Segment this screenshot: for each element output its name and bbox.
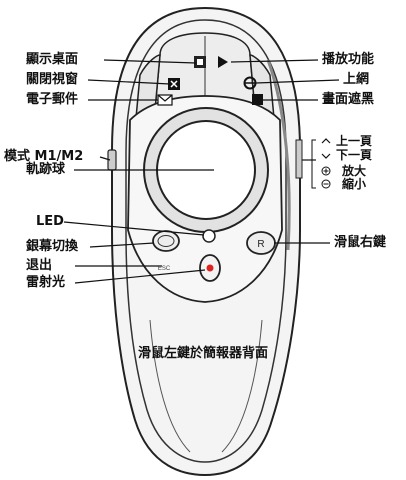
leader-lines-left — [63, 59, 214, 284]
label-web: 上網 — [343, 72, 370, 87]
zoom-out-icon — [321, 179, 331, 189]
label-zoom-in: 放大 — [342, 164, 367, 178]
label-show-desktop: 顯示桌面 — [26, 52, 79, 67]
close-window-icon — [168, 78, 180, 90]
handle-groove-right — [221, 319, 263, 453]
blackout-icon — [252, 94, 263, 105]
show-desktop-icon — [194, 56, 206, 68]
right-click-glyph: R — [257, 239, 264, 250]
label-left-click-note: 滑鼠左鍵於簡報器背面 — [137, 346, 268, 361]
page-down-icon — [321, 153, 331, 159]
label-blackout: 畫面遮黑 — [322, 92, 375, 107]
zoom-in-icon — [321, 166, 331, 176]
screen-switch-button — [152, 230, 180, 252]
function-bracket — [311, 139, 316, 189]
label-laser: 雷射光 — [26, 275, 66, 290]
label-zoom-out: 縮小 — [342, 177, 367, 191]
label-exit: 退出 — [26, 258, 53, 273]
label-led: LED — [36, 214, 64, 229]
label-page-down: 下一頁 — [336, 148, 373, 162]
right-shell-highlight — [266, 59, 291, 251]
label-play: 播放功能 — [322, 52, 375, 67]
web-icon — [243, 76, 257, 90]
label-trackball: 軌跡球 — [26, 162, 66, 177]
label-email: 電子郵件 — [26, 92, 79, 107]
side-rocker — [295, 139, 303, 179]
label-close-window: 關閉視窗 — [26, 72, 79, 87]
email-icon — [157, 94, 173, 106]
esc-label: ESC — [158, 266, 171, 272]
led-indicator — [202, 229, 216, 243]
play-icon — [218, 56, 228, 68]
handle-groove-left — [149, 319, 191, 453]
label-screen-switch: 銀幕切換 — [26, 239, 79, 254]
label-right-click: 滑鼠右鍵 — [334, 235, 387, 250]
leader-lines-right — [230, 59, 340, 244]
page-up-icon — [321, 138, 331, 144]
label-mode: 模式 M1/M2 — [4, 149, 84, 164]
laser-icon — [206, 264, 214, 272]
label-page-up: 上一頁 — [336, 134, 373, 148]
